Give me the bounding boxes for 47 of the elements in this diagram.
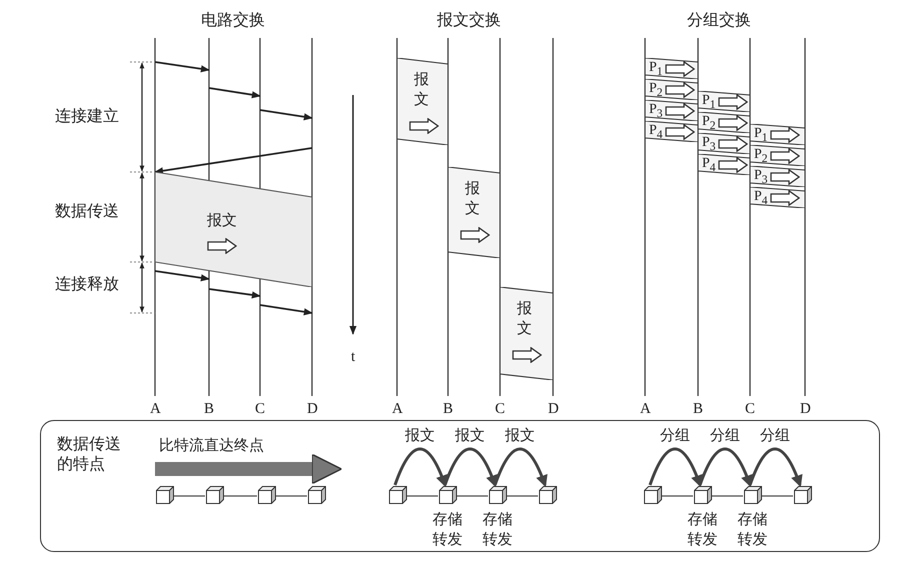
station-label: A (392, 400, 403, 418)
packet-label: P$_{2}$ (702, 113, 716, 134)
axis-label: t (351, 348, 356, 366)
station-label: D (800, 400, 811, 418)
packet-label: P$_{1}$ (754, 125, 768, 146)
packet-label: P$_{3}$ (649, 101, 663, 122)
station-label: B (204, 400, 214, 418)
packet-label: P$_{4}$ (754, 188, 768, 209)
station-label: A (150, 400, 161, 418)
node-caption: 存储转发 (482, 510, 513, 550)
node-caption: 存储转发 (687, 510, 718, 550)
station-label: C (745, 400, 756, 418)
section-title: 分组交换 (687, 12, 751, 30)
packet-label: P$_{3}$ (754, 167, 768, 188)
message-label: 报文 (465, 180, 481, 219)
message-label: 报文 (207, 212, 237, 230)
section-title: 电路交换 (201, 12, 265, 30)
packet-label: P$_{1}$ (649, 59, 663, 80)
phase-label: 连接释放 (55, 276, 119, 294)
packet-label: P$_{1}$ (702, 92, 716, 113)
edge-label: 报文 (453, 427, 487, 445)
station-label: B (693, 400, 704, 418)
station-label: B (443, 400, 454, 418)
edge-label: 分组 (708, 427, 742, 445)
packet-label: P$_{2}$ (754, 146, 768, 167)
packet-label: P$_{2}$ (649, 80, 663, 101)
edge-label: 比特流直达终点 (157, 437, 266, 455)
station-label: C (495, 400, 506, 418)
edge-label: 分组 (758, 427, 792, 445)
phase-label: 数据传送 (55, 203, 119, 221)
station-label: D (307, 400, 318, 418)
edge-label: 报文 (503, 427, 537, 445)
station-label: A (640, 400, 651, 418)
section-title: 报文交换 (437, 12, 501, 30)
packet-label: P$_{4}$ (649, 122, 663, 143)
packet-label: P$_{3}$ (702, 134, 716, 155)
station-label: D (548, 400, 559, 418)
node-caption: 存储转发 (432, 510, 463, 550)
message-label: 报文 (517, 300, 533, 339)
message-label: 报文 (414, 70, 430, 110)
phase-label: 连接建立 (55, 108, 119, 126)
packet-label: P$_{4}$ (702, 155, 716, 176)
edge-label: 报文 (403, 427, 437, 445)
node-caption: 存储转发 (737, 510, 768, 550)
edge-label: 分组 (658, 427, 692, 445)
station-label: C (255, 400, 266, 418)
panel-heading: 数据传送的特点 (57, 435, 122, 475)
